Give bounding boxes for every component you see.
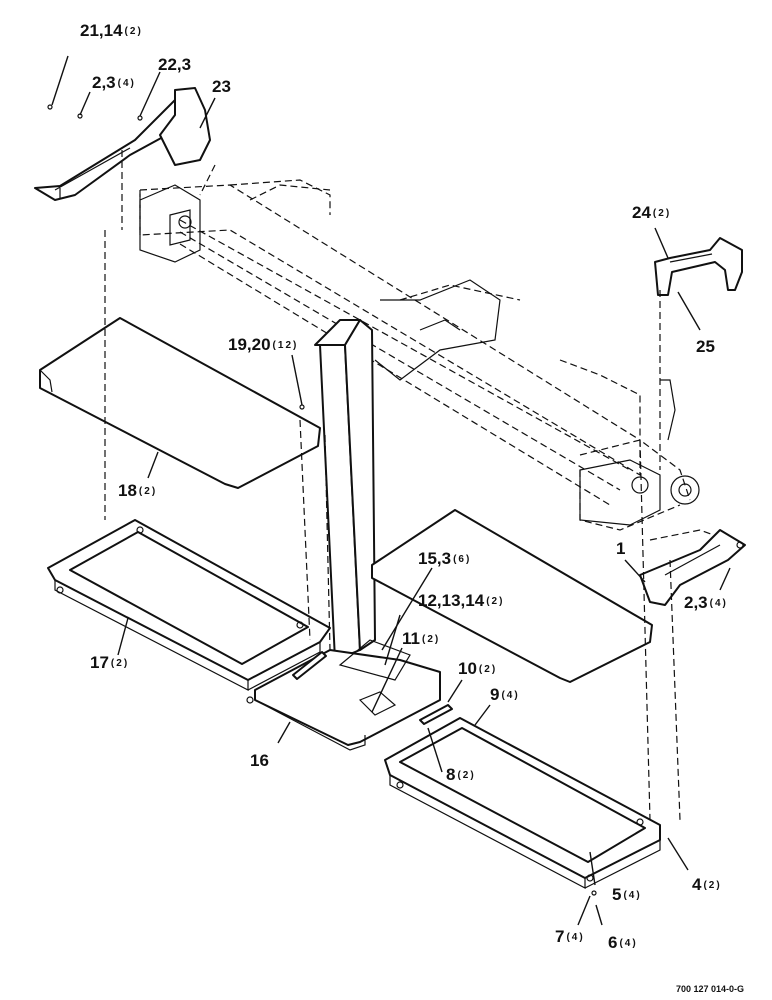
callout-number: 24 bbox=[632, 203, 651, 222]
callout-quantity: (2) bbox=[138, 486, 158, 497]
callout-number: 4 bbox=[692, 875, 702, 894]
callout-11: 11(2) bbox=[402, 630, 440, 649]
callout-number: 6 bbox=[608, 933, 618, 952]
callout-quantity: (2) bbox=[478, 664, 498, 675]
callout-5: 5(4) bbox=[612, 886, 642, 905]
callout-quantity: (4) bbox=[117, 78, 136, 89]
callout-25: 25 bbox=[696, 338, 717, 357]
callout-9: 9(4) bbox=[490, 686, 520, 705]
callout-quantity: (4) bbox=[623, 890, 642, 901]
callout-7: 7(4) bbox=[555, 928, 585, 947]
callout-22-3: 22,3 bbox=[158, 56, 193, 75]
callout-number: 2,3 bbox=[92, 73, 116, 92]
callout-8: 8(2) bbox=[446, 766, 476, 785]
callout-15-3: 15,3(6) bbox=[418, 550, 471, 569]
callout-1: 1 bbox=[616, 540, 627, 559]
callout-quantity: (4) bbox=[709, 598, 728, 609]
frame-17 bbox=[47, 519, 331, 704]
callout-quantity: (2) bbox=[110, 658, 130, 669]
callout-number: 8 bbox=[446, 765, 456, 784]
callout-number: 7 bbox=[555, 927, 565, 946]
callout-quantity: (4) bbox=[619, 938, 638, 949]
callout-4: 4(2) bbox=[692, 876, 722, 895]
leader-lines bbox=[51, 55, 731, 926]
callout-number: 10 bbox=[458, 659, 477, 678]
alignment-lines bbox=[104, 150, 681, 821]
bracket-1 bbox=[639, 529, 746, 606]
shield-right bbox=[371, 509, 653, 683]
callout-number: 19,20 bbox=[228, 335, 271, 354]
callout-number: 2,3 bbox=[684, 593, 708, 612]
callout-quantity: (2) bbox=[421, 634, 441, 645]
bracket-23 bbox=[34, 87, 211, 201]
callout-quantity: (2) bbox=[486, 596, 505, 607]
callout-quantity: (4) bbox=[566, 932, 585, 943]
callout-6: 6(4) bbox=[608, 934, 638, 953]
callout-number: 21,14 bbox=[80, 21, 123, 40]
callout-number: 16 bbox=[250, 751, 269, 770]
callout-2-3-top: 2,3(4) bbox=[92, 74, 136, 93]
callout-number: 18 bbox=[118, 481, 137, 500]
shield-18 bbox=[39, 317, 321, 489]
callout-quantity: (4) bbox=[501, 690, 520, 701]
callout-12-13-14: 12,13,14(2) bbox=[418, 592, 504, 611]
callout-number: 12,13,14 bbox=[418, 591, 485, 610]
callout-19-20: 19,20(12) bbox=[228, 336, 298, 355]
main-frame-beam bbox=[139, 179, 741, 546]
frame-9 bbox=[384, 717, 661, 889]
callout-quantity: (12) bbox=[272, 340, 299, 351]
callout-number: 1 bbox=[616, 539, 626, 558]
callout-number: 22,3 bbox=[158, 55, 192, 74]
callout-quantity: (2) bbox=[703, 880, 722, 891]
callout-number: 23 bbox=[212, 77, 231, 96]
callout-18: 18(2) bbox=[118, 482, 157, 501]
callout-quantity: (2) bbox=[457, 770, 476, 781]
left-mount-bracket bbox=[139, 184, 201, 263]
callout-21-14: 21,14(2) bbox=[80, 22, 143, 41]
right-frame-end bbox=[579, 379, 700, 526]
callout-16: 16 bbox=[250, 752, 271, 771]
pins bbox=[292, 651, 453, 725]
callout-10: 10(2) bbox=[458, 660, 497, 679]
callout-number: 17 bbox=[90, 653, 109, 672]
callout-quantity: (2) bbox=[124, 26, 143, 37]
callout-2-3-right: 2,3(4) bbox=[684, 594, 728, 613]
callout-17: 17(2) bbox=[90, 654, 129, 673]
callout-number: 5 bbox=[612, 885, 622, 904]
callout-number: 25 bbox=[696, 337, 715, 356]
callout-24: 24(2) bbox=[632, 204, 671, 223]
callout-quantity: (2) bbox=[652, 208, 672, 219]
callout-number: 15,3 bbox=[418, 549, 452, 568]
callout-number: 11 bbox=[402, 629, 420, 648]
callout-23: 23 bbox=[212, 78, 233, 97]
drawing-code: 700 127 014-0-G bbox=[675, 984, 744, 994]
center-upright bbox=[314, 279, 501, 661]
callout-quantity: (6) bbox=[453, 554, 472, 565]
bracket-25 bbox=[654, 237, 743, 296]
callout-number: 9 bbox=[490, 685, 500, 704]
